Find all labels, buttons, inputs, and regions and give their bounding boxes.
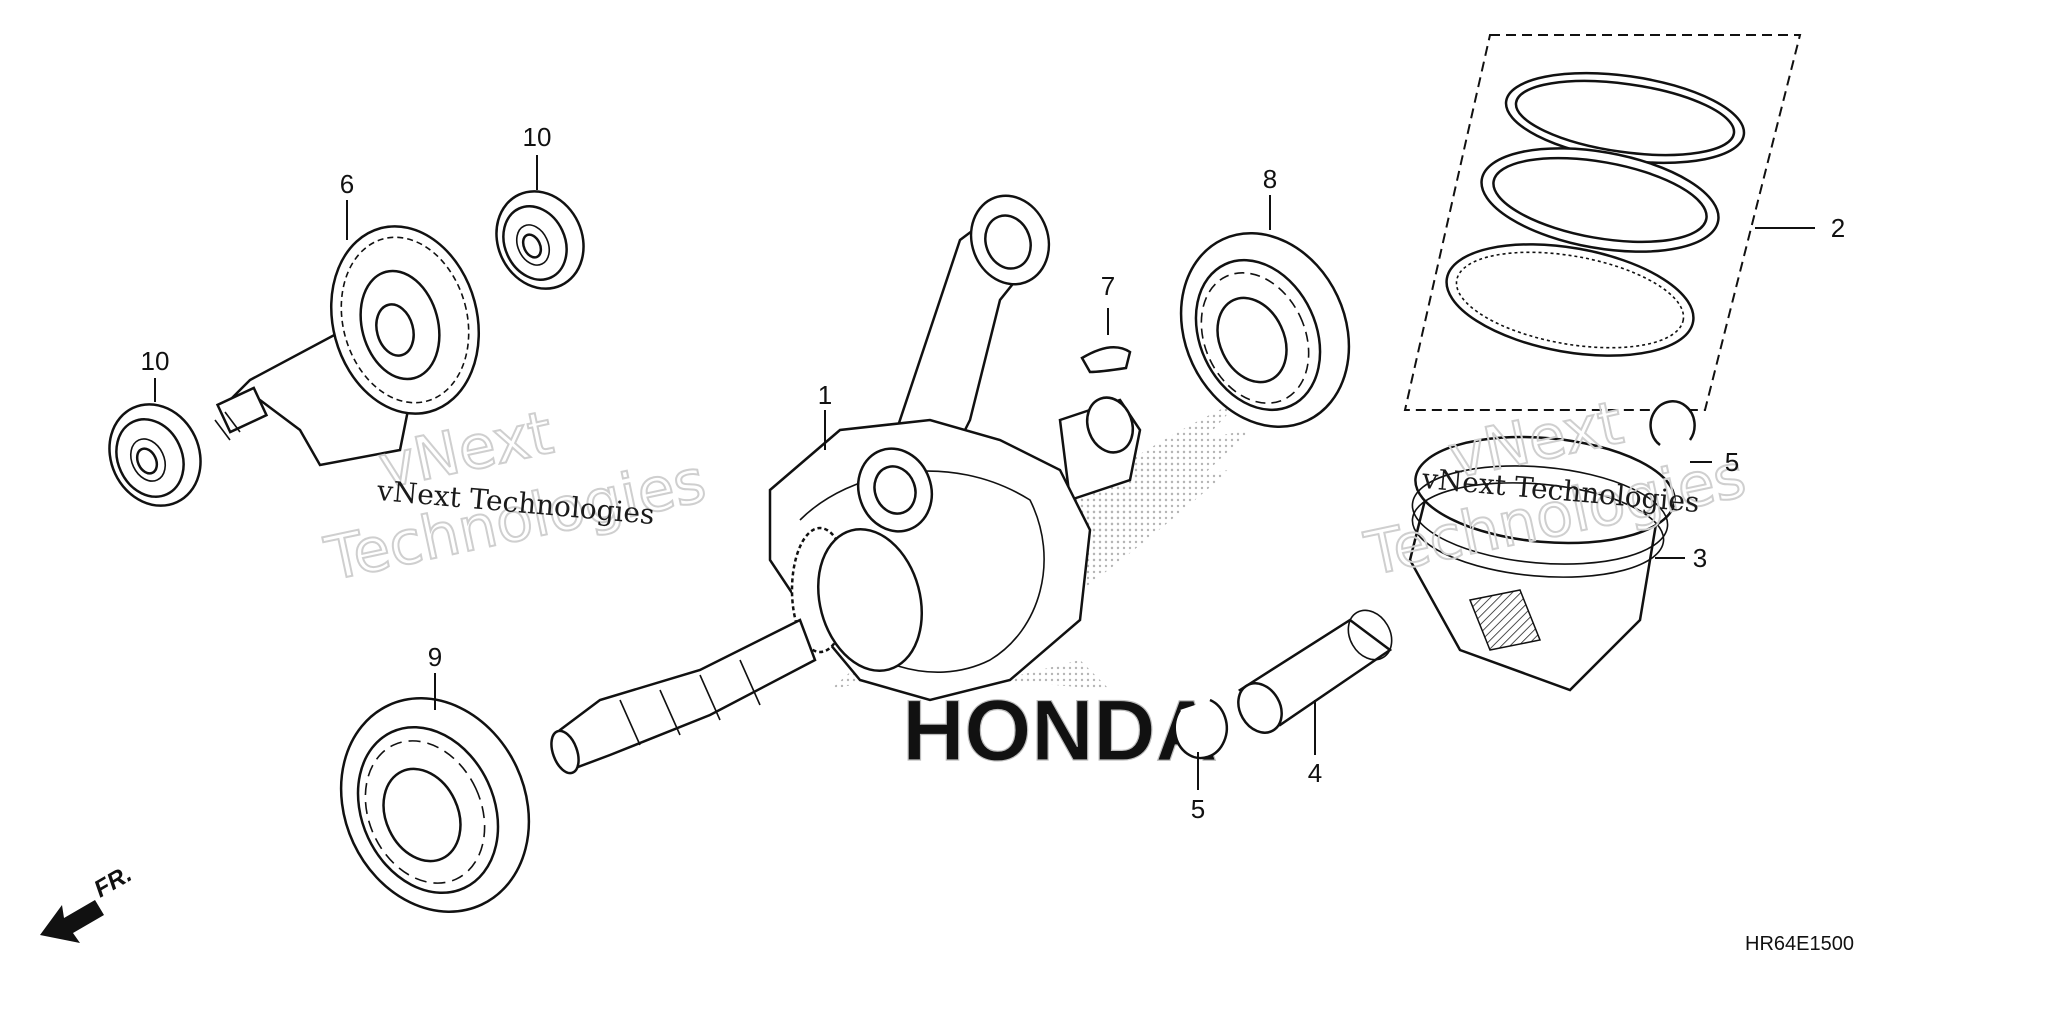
crankshaft-1 xyxy=(550,194,1142,775)
callout-1: 1 xyxy=(818,380,832,410)
piston-ring-set-2 xyxy=(1403,34,1802,411)
front-arrow-icon xyxy=(40,900,104,943)
callout-7: 7 xyxy=(1101,271,1115,301)
callout-numbers: 1 2 3 4 5 5 6 7 8 9 10 10 xyxy=(141,122,1846,824)
bearing-8 xyxy=(1179,232,1351,428)
front-label: FR. xyxy=(90,860,137,903)
woodruff-key-7 xyxy=(1080,345,1132,374)
callout-8: 8 xyxy=(1263,164,1277,194)
callout-5-lower: 5 xyxy=(1191,794,1205,824)
watermark-left: vNext Technologies vNext Technologies xyxy=(318,397,713,596)
honda-logo-text: HONDA xyxy=(902,683,1217,779)
callout-2: 2 xyxy=(1831,213,1845,243)
callout-10-upper: 10 xyxy=(523,122,552,152)
bearing-9 xyxy=(339,697,531,913)
diagram-code: HR64E1500 xyxy=(1745,933,1854,955)
bearing-10-upper xyxy=(495,190,585,290)
leader-lines xyxy=(154,155,1815,790)
front-direction-indicator: FR. xyxy=(40,860,136,943)
callout-9: 9 xyxy=(428,642,442,672)
piston-3 xyxy=(1408,435,1676,692)
callout-6: 6 xyxy=(340,169,354,199)
piston-pin-4 xyxy=(1237,609,1393,734)
callout-5-upper: 5 xyxy=(1725,447,1739,477)
balancer-shaft-6 xyxy=(214,225,481,467)
circlip-5-upper xyxy=(1649,400,1696,446)
callout-3: 3 xyxy=(1693,543,1707,573)
bearing-10-left xyxy=(108,403,202,507)
circlip-5-lower xyxy=(1173,698,1229,760)
callout-10-left: 10 xyxy=(141,346,170,376)
callout-4: 4 xyxy=(1308,758,1322,788)
